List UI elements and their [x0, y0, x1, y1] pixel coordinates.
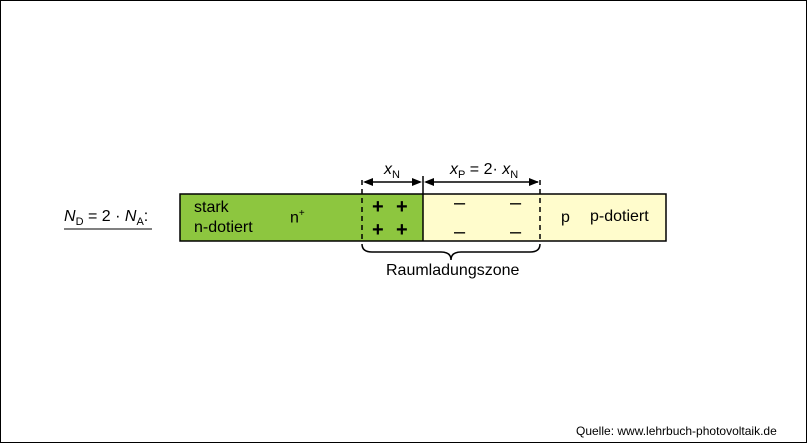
xn-arrow-right-icon	[412, 178, 422, 186]
xn-arrow-left-icon	[363, 178, 373, 186]
negative-charge: –	[510, 192, 522, 214]
equation-nd: N	[64, 208, 76, 225]
label-n-dotiert: n-dotiert	[194, 219, 253, 236]
label-xn: xN	[384, 161, 400, 181]
label-p: p	[561, 209, 570, 226]
equation-na-sub: A	[136, 216, 144, 229]
n-region	[180, 194, 423, 241]
xp-arrow-left-icon	[424, 178, 434, 186]
label-xn-sub: N	[392, 169, 400, 182]
label-xp: xP = 2· xN	[450, 161, 518, 181]
label-xp-sub2: N	[510, 169, 519, 182]
positive-charge: +	[396, 196, 408, 218]
depletion-zone-brace	[361, 243, 541, 261]
positive-charge: +	[372, 196, 384, 218]
xp-arrow-right-icon	[529, 178, 539, 186]
label-xp-mid: = 2·	[465, 161, 503, 178]
label-p-dotiert: p-dotiert	[590, 208, 649, 225]
p-region	[423, 194, 666, 241]
positive-charge: +	[396, 219, 408, 241]
negative-charge: –	[454, 192, 466, 214]
doping-equation: ND = 2 · NA:	[64, 208, 148, 228]
equation-suffix: :	[143, 208, 149, 225]
source-credit: Quelle: www.lehrbuch-photovoltaik.de	[576, 424, 777, 438]
label-xn-var: x	[384, 161, 392, 178]
label-n-plus-base: n	[290, 209, 299, 227]
label-n-plus-sup: +	[298, 208, 305, 219]
negative-charge: –	[510, 221, 522, 243]
equation-middle: = 2 ·	[83, 208, 125, 225]
label-xp-sub: P	[458, 169, 466, 182]
equation-na: N	[124, 208, 137, 225]
label-stark: stark	[194, 199, 229, 216]
positive-charge: +	[372, 219, 384, 241]
label-xp-var2: x	[502, 161, 511, 178]
equation-nd-sub: D	[75, 216, 84, 229]
label-raumladungszone: Raumladungszone	[386, 262, 520, 279]
label-n-plus: n+	[290, 208, 305, 227]
negative-charge: –	[454, 221, 466, 243]
label-xp-var: x	[450, 161, 458, 178]
